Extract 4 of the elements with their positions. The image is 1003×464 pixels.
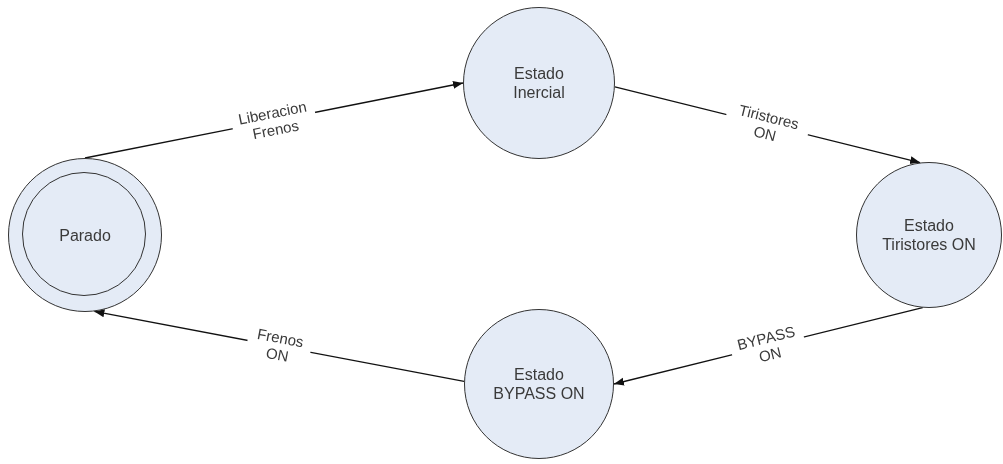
state-name: Parado (59, 225, 111, 245)
state-name: Estado BYPASS ON (492, 365, 586, 403)
state-name: Estado Inercial (512, 64, 566, 102)
state-name: Estado Tiristores ON (881, 216, 977, 254)
